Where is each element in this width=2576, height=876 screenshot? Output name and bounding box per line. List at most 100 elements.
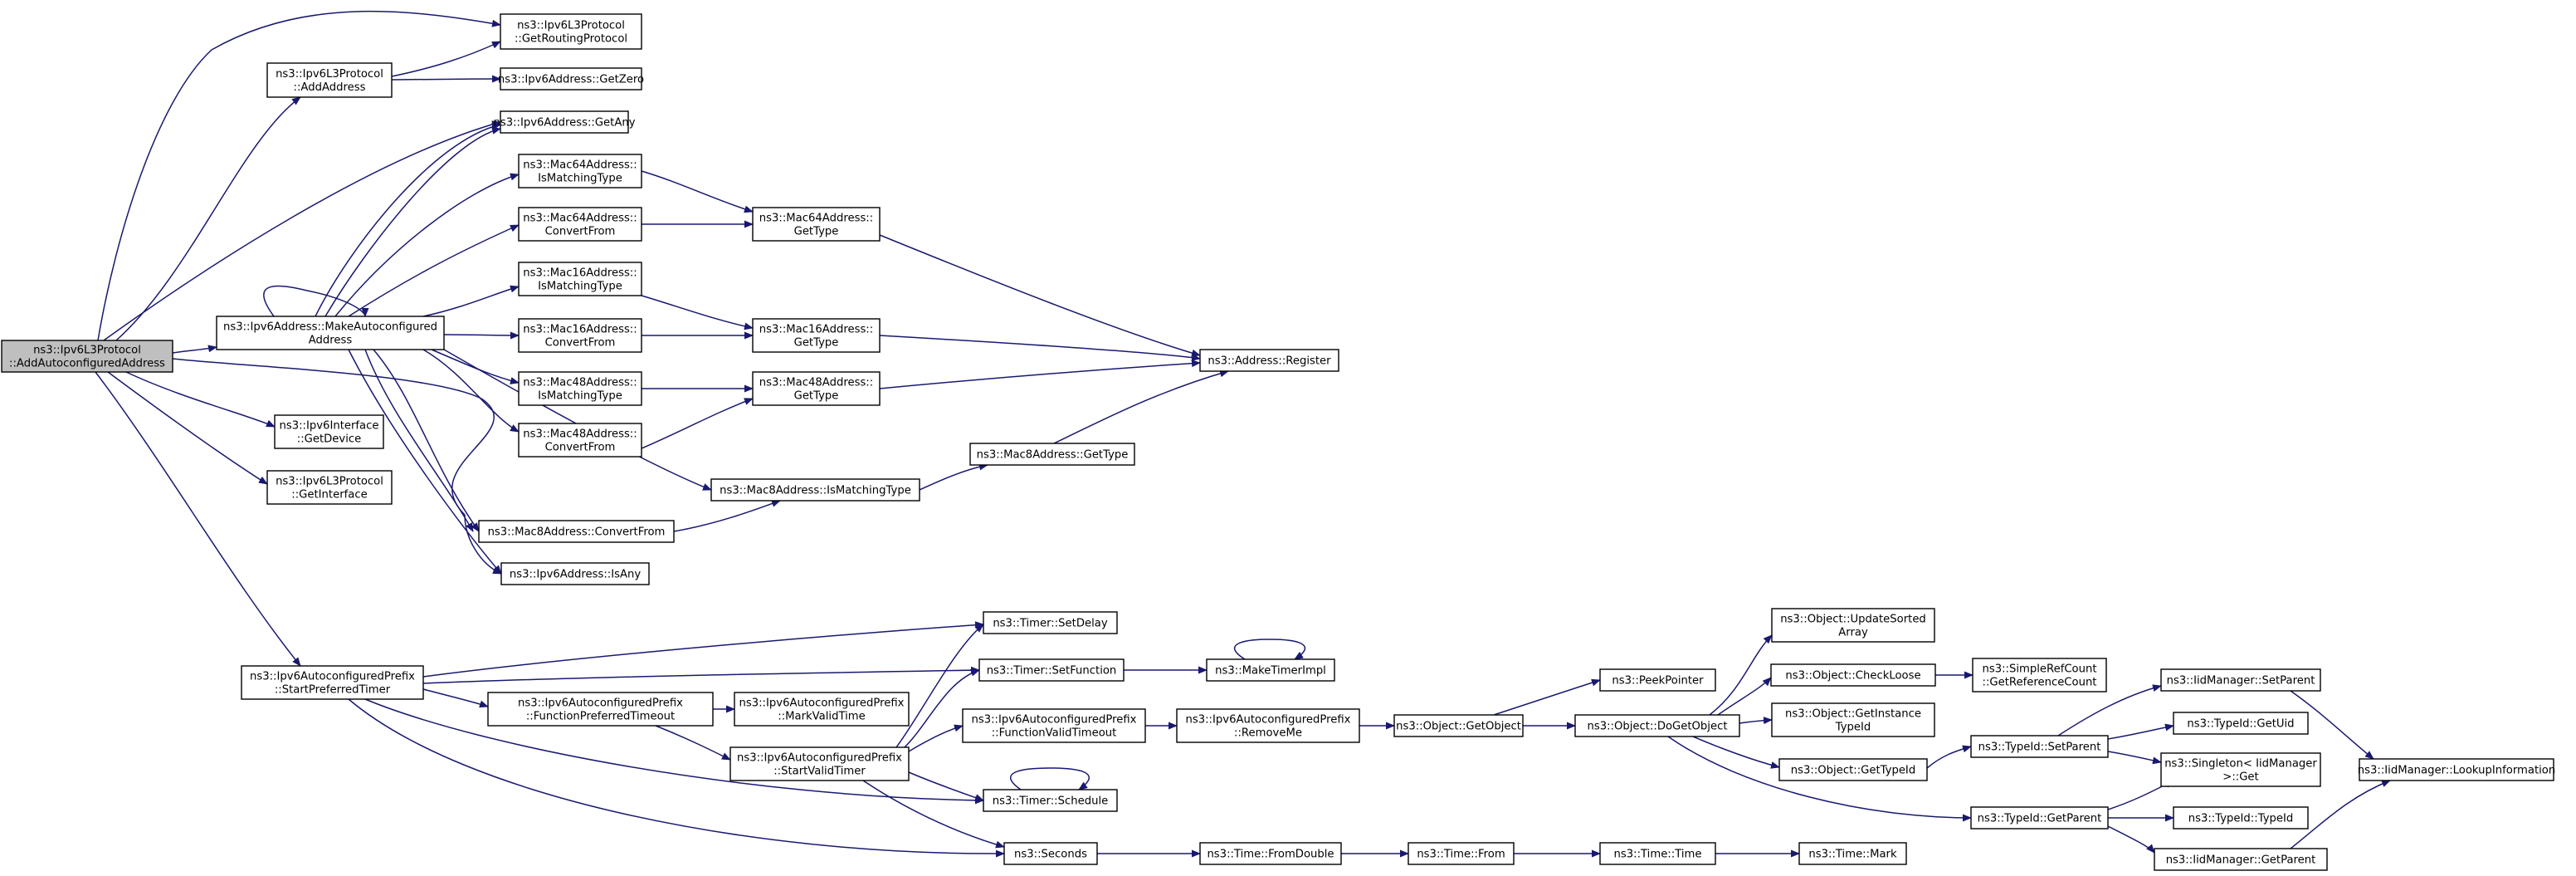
node-box <box>752 207 881 242</box>
node-box <box>2173 712 2309 735</box>
edge-72 <box>2290 690 2374 760</box>
node-label: ns3::Ipv6AutoconfiguredPrefix <box>739 697 905 710</box>
edge-8 <box>324 126 501 317</box>
node-dogetobj[interactable]: ns3::Object::DoGetObject <box>1574 714 1740 737</box>
node-getany[interactable]: ns3::Ipv6Address::GetAny <box>493 110 636 134</box>
node-label: ns3::SimpleRefCount <box>1982 663 2096 676</box>
node-box <box>478 520 675 543</box>
node-peek[interactable]: ns3::PeekPointer <box>1599 668 1716 692</box>
node-label: ns3::Mac48Address:: <box>759 377 873 389</box>
node-setfunc[interactable]: ns3::Timer::SetFunction <box>978 658 1125 682</box>
node-ifacedev[interactable]: ns3::Ipv6Interface::GetDevice <box>274 414 384 449</box>
node-box <box>1199 842 1342 865</box>
node-fromdouble[interactable]: ns3::Time::FromDouble <box>1199 842 1342 865</box>
node-label: ns3::Mac8Address::GetType <box>977 449 1129 462</box>
node-box <box>518 154 642 188</box>
edge-9 <box>334 173 520 317</box>
node-m16match[interactable]: ns3::Mac16Address::IsMatchingType <box>518 262 642 296</box>
node-m8conv[interactable]: ns3::Mac8Address::ConvertFrom <box>478 520 675 543</box>
node-markvalid[interactable]: ns3::Ipv6AutoconfiguredPrefix::MarkValid… <box>734 692 910 727</box>
node-label: ns3::Mac64Address:: <box>523 213 637 225</box>
node-label: ns3::Address::Register <box>1208 355 1331 368</box>
node-funcpref[interactable]: ns3::Ipv6AutoconfiguredPrefix::FunctionP… <box>487 692 714 727</box>
node-seconds[interactable]: ns3::Seconds <box>1003 842 1098 865</box>
node-funcvalid[interactable]: ns3::Ipv6AutoconfiguredPrefix::FunctionV… <box>962 708 1146 743</box>
node-objtypeid[interactable]: ns3::Object::GetTypeId <box>1778 758 1928 781</box>
node-tidtypeid[interactable]: ns3::TypeId::TypeId <box>2173 806 2309 830</box>
node-getuid[interactable]: ns3::TypeId::GetUid <box>2173 712 2309 735</box>
node-box <box>1574 714 1740 737</box>
node-checkloose[interactable]: ns3::Object::CheckLoose <box>1770 663 1936 687</box>
node-label: ns3::Mac8Address::ConvertFrom <box>488 526 666 539</box>
node-tidgetpar[interactable]: ns3::TypeId::GetParent <box>1970 806 2109 830</box>
node-box <box>2160 668 2321 692</box>
node-m48match[interactable]: ns3::Mac48Address::IsMatchingType <box>518 371 642 406</box>
edge-13 <box>431 349 520 384</box>
edge-51 <box>1009 767 1090 790</box>
node-m16conv[interactable]: ns3::Mac16Address::ConvertFrom <box>518 318 642 353</box>
node-getiface[interactable]: ns3::Ipv6L3Protocol::GetInterface <box>266 470 393 505</box>
node-label: GetType <box>794 226 839 238</box>
node-m64type[interactable]: ns3::Mac64Address::GetType <box>752 207 881 242</box>
node-getzero[interactable]: ns3::Ipv6Address::GetZero <box>498 67 644 91</box>
node-m64conv[interactable]: ns3::Mac64Address::ConvertFrom <box>518 207 642 242</box>
node-label: ns3::Timer::SetFunction <box>987 665 1117 678</box>
node-startvalid[interactable]: ns3::Ipv6AutoconfiguredPrefix::StartVali… <box>729 746 910 781</box>
node-addaddress[interactable]: ns3::Ipv6L3Protocol::AddAddress <box>266 62 393 98</box>
node-label: ns3::TypeId::GetParent <box>1978 813 2102 825</box>
node-m8match[interactable]: ns3::Mac8Address::IsMatchingType <box>710 478 920 502</box>
node-register[interactable]: ns3::Address::Register <box>1199 349 1339 372</box>
node-label: ns3::Ipv6AutoconfiguredPrefix <box>972 714 1137 727</box>
node-box <box>2154 848 2328 871</box>
edge-37 <box>422 666 980 684</box>
node-removeme[interactable]: ns3::Ipv6AutoconfiguredPrefix::RemoveMe <box>1176 708 1360 743</box>
node-refcount[interactable]: ns3::SimpleRefCount::GetReferenceCount <box>1972 658 2107 692</box>
node-box <box>518 318 642 353</box>
node-m64match[interactable]: ns3::Mac64Address::IsMatchingType <box>518 154 642 188</box>
edge-48 <box>908 771 984 801</box>
node-label: Array <box>1838 627 1868 639</box>
node-singleton[interactable]: ns3::Singleton< IidManager >::Get <box>2160 752 2321 787</box>
node-root[interactable]: ns3::Ipv6L3Protocol::AddAutoconfiguredAd… <box>1 340 173 373</box>
node-isany[interactable]: ns3::Ipv6Address::IsAny <box>500 562 650 585</box>
edge-67 <box>2107 723 2174 740</box>
node-label: ns3::Time::Mark <box>1808 849 1897 861</box>
node-label: ns3::Mac8Address::IsMatchingType <box>720 485 911 497</box>
node-mark[interactable]: ns3::Time::Mark <box>1798 842 1907 865</box>
node-label: ns3::IidManager::GetParent <box>2166 854 2316 867</box>
edge-66 <box>2057 684 2162 737</box>
node-iidsetpar[interactable]: ns3::IidManager::SetParent <box>2160 668 2321 692</box>
node-getobject[interactable]: ns3::Object::GetObject <box>1393 714 1524 737</box>
node-label: ns3::IidManager::SetParent <box>2167 675 2315 688</box>
node-m16type[interactable]: ns3::Mac16Address::GetType <box>752 318 881 353</box>
node-schedule[interactable]: ns3::Timer::Schedule <box>983 789 1118 812</box>
edge-32 <box>879 360 1201 389</box>
node-makeauto[interactable]: ns3::Ipv6Address::MakeAutoconfiguredAddr… <box>216 316 445 350</box>
node-m48type[interactable]: ns3::Mac48Address::GetType <box>752 371 881 406</box>
edge-68 <box>2107 751 2162 765</box>
node-box <box>969 443 1135 466</box>
node-maketimer[interactable]: ns3::MakeTimerImpl <box>1206 658 1335 682</box>
node-time[interactable]: ns3::Time::Time <box>1599 842 1716 865</box>
node-iidgetpar[interactable]: ns3::IidManager::GetParent <box>2154 848 2328 871</box>
node-m48conv[interactable]: ns3::Mac48Address::ConvertFrom <box>518 423 642 458</box>
node-box <box>1771 608 1935 643</box>
node-label: ns3::Ipv6Address::GetAny <box>493 117 635 130</box>
node-label: ::GetDevice <box>297 433 362 446</box>
edge-44 <box>1233 639 1306 660</box>
node-startpref[interactable]: ns3::Ipv6AutoconfiguredPrefix::StartPref… <box>241 665 424 700</box>
node-box <box>983 789 1118 812</box>
node-tidsetpar[interactable]: ns3::TypeId::SetParent <box>1970 735 2109 758</box>
node-label: GetType <box>794 337 839 350</box>
node-getrouting[interactable]: ns3::Ipv6L3Protocol::GetRoutingProtocol <box>500 13 642 50</box>
node-setdelay[interactable]: ns3::Timer::SetDelay <box>983 611 1118 634</box>
node-label: ConvertFrom <box>545 226 616 238</box>
node-label: ns3::Ipv6Address::MakeAutoconfigured <box>223 321 437 334</box>
node-box <box>518 423 642 458</box>
node-lookup[interactable]: ns3::IidManager::LookupInformation <box>2358 758 2555 781</box>
node-from[interactable]: ns3::Time::From <box>1408 842 1515 865</box>
node-label: ns3::Time::From <box>1417 849 1505 861</box>
node-m8type[interactable]: ns3::Mac8Address::GetType <box>969 443 1135 466</box>
